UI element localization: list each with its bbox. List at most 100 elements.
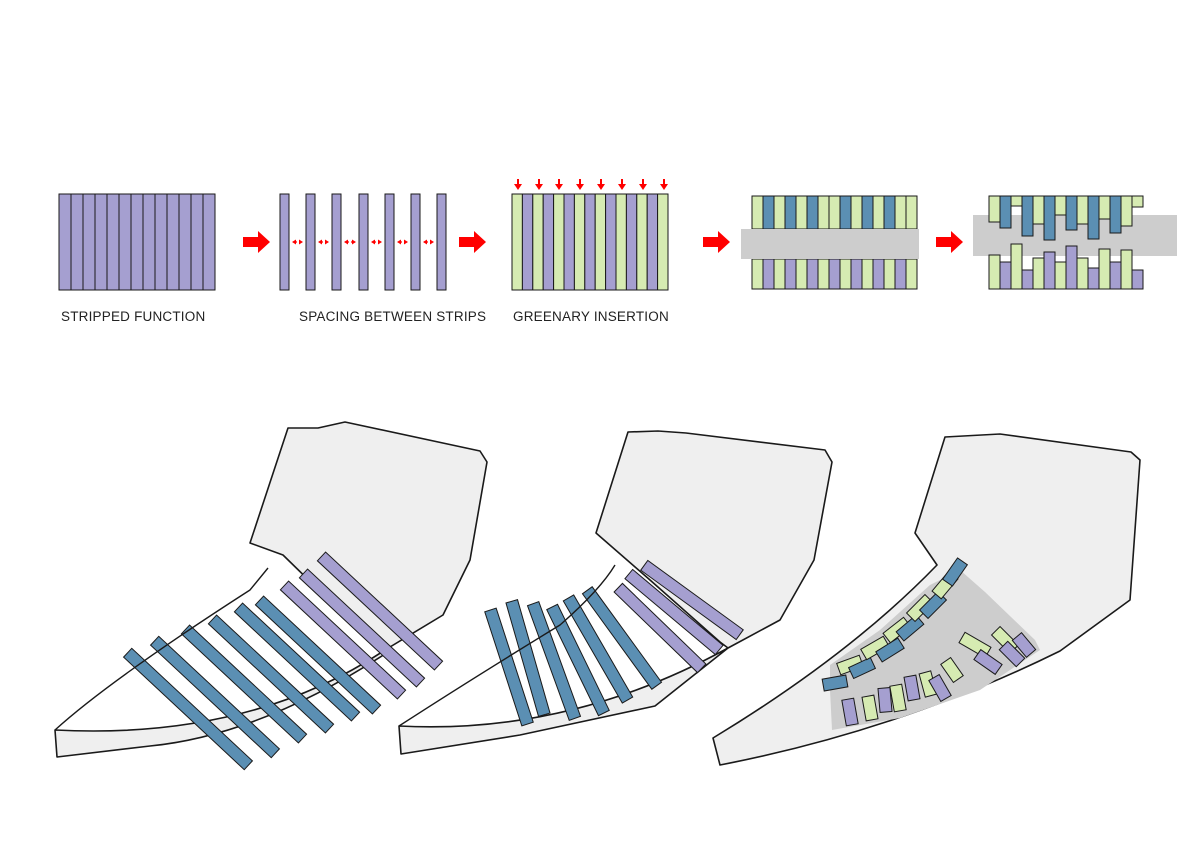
red-right-arrow-icon xyxy=(936,231,963,253)
step3-label: GREENARY INSERTION xyxy=(513,309,669,324)
strip-segment-top xyxy=(1131,195,1144,208)
strip-segment-top xyxy=(883,195,896,230)
red-double-arrow-icon xyxy=(378,239,382,245)
function-strip xyxy=(166,193,180,291)
red-down-arrow-icon xyxy=(621,179,623,185)
function-strip xyxy=(202,193,216,291)
red-down-arrow-icon xyxy=(618,184,626,190)
strip-segment-bottom xyxy=(905,258,918,290)
strip-segment-top xyxy=(806,195,819,230)
strip-segment-top xyxy=(1120,195,1133,227)
strip-segment-bottom xyxy=(762,258,775,290)
strip-segment-top xyxy=(751,195,764,230)
strip-segment-bottom xyxy=(988,254,1001,290)
step1-label: STRIPPED FUNCTION xyxy=(61,309,205,324)
function-strip xyxy=(358,193,369,291)
greenery-strip xyxy=(553,193,565,291)
strip-segment-bottom xyxy=(872,258,885,290)
red-down-arrow-icon xyxy=(660,184,668,190)
function-strip-purple xyxy=(613,582,707,674)
strip-segment-top xyxy=(1010,195,1023,207)
red-down-arrow-icon xyxy=(514,184,522,190)
strip-segment-top xyxy=(1087,195,1100,240)
greenery-strip xyxy=(594,193,607,291)
function-strip xyxy=(118,193,132,291)
red-double-arrow-icon xyxy=(299,239,303,245)
function-strip-blue xyxy=(505,599,551,717)
strip-segment-bottom xyxy=(1098,248,1111,290)
red-down-arrow-icon xyxy=(555,184,563,190)
site-plan-1 xyxy=(54,421,488,771)
step4-plaza-band xyxy=(741,229,919,259)
greenery-strip xyxy=(532,193,544,291)
step4-split-strips xyxy=(741,195,919,290)
function-strip-blue xyxy=(581,586,663,690)
strip-segment-top xyxy=(795,195,808,230)
strip-segment-bottom xyxy=(1054,261,1067,290)
red-double-arrow-icon xyxy=(318,239,322,245)
function-strip-purple xyxy=(279,580,407,700)
step1-strips xyxy=(58,193,216,291)
function-strip-purple xyxy=(903,674,921,702)
red-double-arrow-icon xyxy=(344,239,348,245)
strip-segment-bottom xyxy=(1010,243,1023,290)
function-strip-blue xyxy=(546,603,610,717)
strip-segment-top xyxy=(850,195,863,230)
function-strip-blue xyxy=(821,674,849,692)
strip-segment-bottom xyxy=(883,258,896,290)
step2-spacing-between-strips: SPACING BETWEEN STRIPS xyxy=(279,193,486,324)
strip-segment-top xyxy=(1098,195,1111,220)
strip-segment-bottom xyxy=(1109,261,1122,290)
function-strip-blue xyxy=(149,635,281,759)
red-down-arrow-icon xyxy=(535,184,543,190)
strip-segment-bottom xyxy=(1021,269,1034,290)
strip-segment-top xyxy=(1032,195,1045,225)
function-strip xyxy=(305,193,316,291)
greenery-strip xyxy=(861,694,879,722)
function-strip-blue xyxy=(875,637,905,663)
red-double-arrow-icon xyxy=(397,239,401,245)
site-plan-3 xyxy=(712,433,1141,766)
function-strip xyxy=(646,193,659,291)
function-strip xyxy=(542,193,555,291)
function-strip-purple xyxy=(298,568,426,688)
function-strip-purple xyxy=(998,640,1026,668)
function-strip-blue xyxy=(941,557,969,587)
strip-segment-bottom xyxy=(817,258,830,290)
strip-segment-top xyxy=(773,195,786,230)
function-strip xyxy=(563,193,575,291)
red-down-arrow-icon xyxy=(576,184,584,190)
greenery-strip xyxy=(511,193,523,291)
step3-strips xyxy=(511,193,669,291)
site2-strips xyxy=(484,559,744,727)
greenery-strip xyxy=(573,193,586,291)
strip-segment-bottom xyxy=(999,261,1012,290)
function-strip-blue xyxy=(895,614,925,642)
function-strip-blue xyxy=(207,614,335,734)
function-strip xyxy=(521,193,534,291)
strip-segment-bottom xyxy=(1087,267,1100,290)
strip-segment-top xyxy=(1043,195,1056,241)
red-right-arrow-icon xyxy=(703,231,730,253)
red-double-arrow-icon xyxy=(325,239,329,245)
strip-segment-top xyxy=(1065,195,1078,231)
strip-segment-bottom xyxy=(806,258,819,290)
strip-segment-top xyxy=(1076,195,1089,225)
function-strip xyxy=(154,193,168,291)
function-strip-blue xyxy=(847,656,877,680)
function-strip xyxy=(331,193,342,291)
red-double-arrow-icon xyxy=(423,239,427,245)
function-strip-blue xyxy=(562,594,634,704)
function-strip xyxy=(605,193,617,291)
red-down-arrow-icon xyxy=(639,184,647,190)
step5-strips xyxy=(988,195,1144,290)
red-right-arrow-icon xyxy=(459,231,486,253)
function-strip xyxy=(410,193,421,291)
site-boundary-overlay xyxy=(54,567,269,731)
strip-segment-top xyxy=(828,195,841,230)
strip-segment-bottom xyxy=(1120,249,1133,290)
red-down-arrow-icon xyxy=(642,179,644,185)
function-strip-blue xyxy=(233,602,361,722)
strip-segment-top xyxy=(905,195,918,230)
